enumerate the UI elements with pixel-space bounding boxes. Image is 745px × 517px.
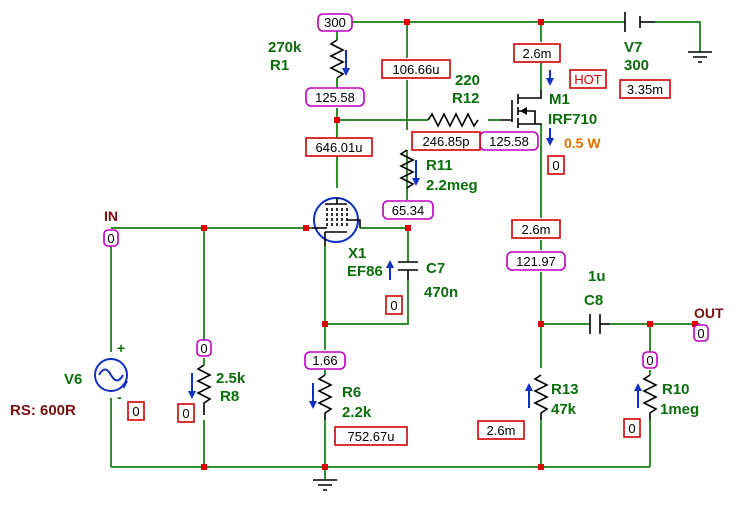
voltage-tag-cathode: 1.66 — [304, 351, 346, 370]
v6-ac-source[interactable] — [94, 358, 128, 392]
svg-text:0: 0 — [182, 406, 189, 421]
c7-name: C7 — [426, 260, 445, 277]
svg-text:0: 0 — [552, 158, 559, 173]
voltage-tag-gate: 125.58 — [479, 131, 539, 151]
svg-text:106.66u: 106.66u — [393, 62, 440, 77]
r8-value: 2.5k — [216, 370, 246, 387]
x1-value: EF86 — [347, 263, 383, 280]
svg-text:3.35m: 3.35m — [627, 82, 663, 97]
r13-name: R13 — [551, 381, 579, 398]
r12-resistor[interactable] — [427, 112, 479, 128]
svg-text:752.67u: 752.67u — [348, 429, 395, 444]
r1-name: R1 — [270, 57, 289, 74]
voltage-tag-grid2: 65.34 — [382, 200, 434, 220]
svg-text:0: 0 — [390, 298, 397, 313]
svg-text:2.6m: 2.6m — [487, 423, 516, 438]
ground-symbol-bottom — [313, 479, 337, 491]
r6-resistor[interactable] — [317, 374, 333, 420]
svg-text:HOT: HOT — [574, 72, 602, 87]
r10-resistor[interactable] — [642, 374, 658, 420]
r12-value: 220 — [455, 72, 480, 89]
m1-value: IRF710 — [548, 111, 597, 128]
m1-mosfet[interactable] — [500, 90, 542, 128]
junction-dots — [201, 19, 698, 470]
v6-name: V6 — [64, 371, 82, 388]
voltage-tag-input: 0 — [103, 229, 119, 247]
current-tag-c7: 0 — [385, 295, 403, 315]
r1-resistor[interactable] — [329, 39, 345, 79]
v6-plus: + — [117, 340, 125, 356]
v7-name: V7 — [624, 39, 642, 56]
c8-value: 1u — [588, 268, 606, 285]
output-port-label: OUT — [694, 305, 724, 321]
svg-text:0: 0 — [200, 341, 207, 356]
svg-text:65.34: 65.34 — [392, 203, 425, 218]
r6-value: 2.2k — [342, 404, 372, 421]
voltage-tag-top: 300 — [317, 13, 353, 32]
svg-text:0: 0 — [646, 353, 653, 368]
x1-name: X1 — [348, 245, 366, 262]
svg-text:246.85p: 246.85p — [423, 134, 470, 149]
current-tag-r12: 246.85p — [411, 131, 481, 151]
r10-value: 1meg — [660, 401, 699, 418]
svg-text:300: 300 — [324, 15, 346, 30]
svg-text:1.66: 1.66 — [312, 353, 337, 368]
current-tag-r8: 0 — [177, 403, 195, 423]
r6-name: R6 — [342, 384, 361, 401]
v6-minus: - — [117, 389, 122, 405]
svg-text:2.6m: 2.6m — [523, 46, 552, 61]
r10-name: R10 — [662, 381, 690, 398]
voltage-tag-r8-top: 0 — [196, 339, 212, 357]
voltage-tag-r1-low: 125.58 — [305, 87, 365, 107]
current-tag-plate: 646.01u — [305, 137, 373, 157]
r11-value: 2.2meg — [426, 177, 478, 194]
current-tag-r13: 2.6m — [477, 420, 525, 440]
current-tag-v7: 3.35m — [619, 79, 671, 99]
v7-value: 300 — [624, 57, 649, 74]
r11-name: R11 — [426, 157, 453, 174]
svg-text:0: 0 — [132, 404, 139, 419]
c7-value: 470n — [424, 284, 458, 301]
wires — [110, 21, 701, 480]
r13-resistor[interactable] — [533, 374, 549, 420]
svg-text:125.58: 125.58 — [315, 90, 355, 105]
v7-battery[interactable] — [624, 12, 655, 32]
c8-capacitor[interactable] — [589, 314, 610, 334]
input-port-label: IN — [104, 208, 118, 224]
svg-text:121.97: 121.97 — [516, 254, 556, 269]
current-tag-v6: 0 — [127, 401, 145, 421]
svg-text:0: 0 — [697, 326, 704, 341]
r12-name: R12 — [452, 90, 480, 107]
voltage-tag-source: 121.97 — [506, 251, 566, 271]
v6-source-resistance: RS: 600R — [10, 402, 76, 419]
hot-indicator: HOT — [569, 69, 607, 89]
svg-text:125.58: 125.58 — [489, 134, 529, 149]
current-tag-m1-source: 2.6m — [511, 219, 561, 239]
x1-pentode-tube[interactable] — [312, 197, 361, 246]
ground-symbol-top-right — [688, 51, 712, 63]
svg-text:2.6m: 2.6m — [522, 222, 551, 237]
svg-text:0: 0 — [107, 231, 114, 246]
svg-text:0: 0 — [628, 421, 635, 436]
r1-value: 270k — [268, 39, 302, 56]
current-tag-r11-top: 106.66u — [381, 59, 451, 79]
c7-capacitor[interactable] — [398, 261, 418, 280]
m1-name: M1 — [549, 91, 570, 108]
current-tag-r6: 752.67u — [334, 426, 408, 446]
current-tag-m1-gate: 0 — [547, 155, 565, 175]
m1-power: 0.5 W — [564, 135, 601, 151]
voltage-tag-r10-top: 0 — [642, 351, 658, 369]
r8-resistor[interactable] — [196, 364, 212, 415]
current-tag-m1-drain: 2.6m — [513, 43, 561, 63]
r13-value: 47k — [551, 401, 577, 418]
r8-name: R8 — [220, 388, 239, 405]
svg-text:646.01u: 646.01u — [316, 140, 363, 155]
current-tag-r10: 0 — [623, 418, 641, 438]
voltage-tag-output: 0 — [693, 324, 709, 342]
c8-name: C8 — [584, 292, 603, 309]
r11-resistor[interactable] — [399, 149, 415, 189]
